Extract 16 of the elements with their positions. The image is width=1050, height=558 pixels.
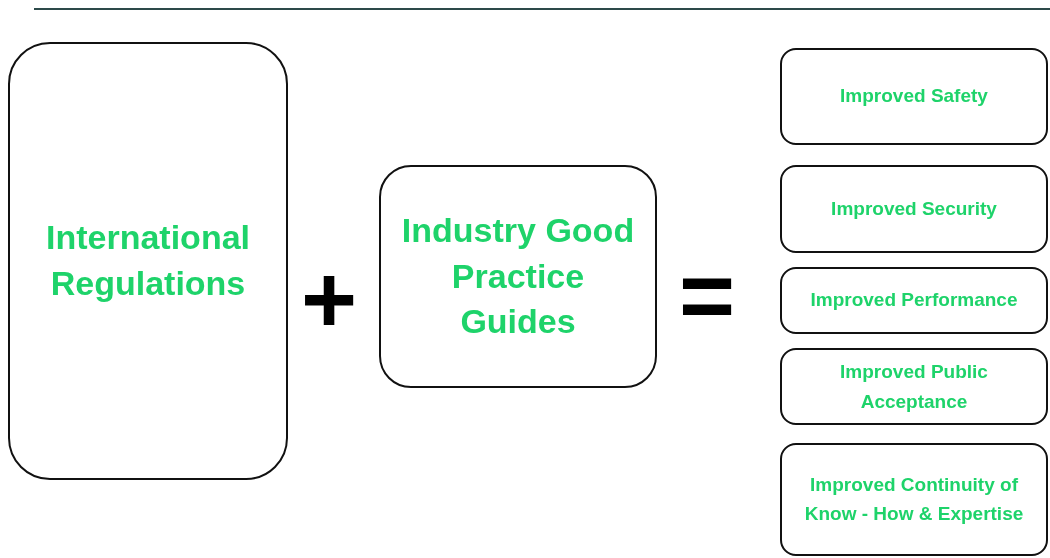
rounded-box bbox=[780, 267, 1048, 334]
box-label: Improved Security bbox=[831, 196, 997, 221]
equals-sign: = bbox=[677, 248, 737, 344]
box-label: Improved Safety bbox=[840, 84, 988, 109]
rounded-box bbox=[379, 165, 657, 388]
rounded-box bbox=[780, 348, 1048, 425]
rounded-box bbox=[8, 42, 288, 480]
box-label: Improved Public Acceptance bbox=[839, 360, 989, 414]
box-label: Improved Continuity of Know - How & Expertise bbox=[803, 473, 1025, 526]
plus-sign: + bbox=[299, 252, 359, 348]
box-label: Improved Performance bbox=[810, 288, 1018, 313]
box-label: International Regulations bbox=[45, 217, 251, 304]
rounded-box bbox=[780, 48, 1048, 145]
box-label: Industry Good Practice Guides bbox=[400, 209, 636, 343]
rounded-box bbox=[780, 443, 1048, 556]
rounded-box bbox=[780, 165, 1048, 253]
